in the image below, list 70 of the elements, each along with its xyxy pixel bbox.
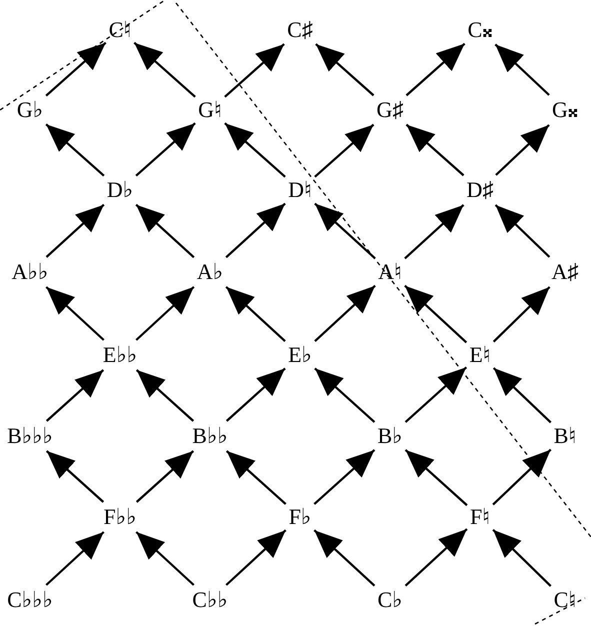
arrow <box>404 284 468 344</box>
arrow <box>492 528 552 587</box>
arrow <box>492 448 552 506</box>
arrow <box>226 529 286 586</box>
note-name: B♭ <box>376 423 404 449</box>
arrow <box>134 42 196 98</box>
note-name: B♮ <box>552 423 578 449</box>
arrow <box>314 529 376 586</box>
note-name: G♯ <box>376 97 404 123</box>
note-name: C♭♭ <box>191 587 229 613</box>
note-name: C♭♭♭ <box>6 587 54 613</box>
note-name: E♭ <box>287 342 313 368</box>
arrow <box>404 449 468 506</box>
note-name: D♯ <box>466 177 494 203</box>
note-name: B♭♭ <box>191 423 229 449</box>
arrow <box>314 368 376 423</box>
note-name: G♮ <box>197 97 223 123</box>
arrow <box>404 204 464 260</box>
arrow <box>136 531 194 586</box>
arrow <box>224 122 286 178</box>
arrow <box>45 124 105 176</box>
note-name: F♭ <box>288 504 312 530</box>
note-name: F♭♭ <box>102 504 138 530</box>
note-name: C♮ <box>552 587 578 613</box>
arrow <box>314 124 374 178</box>
arrow <box>46 450 104 503</box>
note-name: A♮ <box>377 259 403 285</box>
arrow <box>46 369 104 422</box>
arrow <box>46 286 104 341</box>
note-name: C♯ <box>286 17 314 43</box>
arrow <box>135 122 196 176</box>
arrow <box>136 450 194 503</box>
note-name: B♭♭♭ <box>6 423 54 449</box>
note-name: C♭ <box>376 587 404 613</box>
arrow <box>314 449 376 505</box>
arrow <box>135 204 195 258</box>
arrow <box>225 286 286 342</box>
note-name: D♮ <box>287 177 313 203</box>
arrow <box>406 42 466 96</box>
arrow <box>404 366 468 423</box>
arrow <box>404 528 468 586</box>
arrow <box>45 42 106 96</box>
note-name: E♮ <box>468 342 492 368</box>
arrow <box>492 367 552 424</box>
note-name: F♮ <box>468 504 492 530</box>
note-name: G♭ <box>16 97 44 123</box>
arrow <box>314 284 376 342</box>
arrow <box>495 124 550 176</box>
note-name: A♯ <box>550 259 580 285</box>
arrow <box>136 369 194 422</box>
note-name: D♭ <box>106 177 134 203</box>
note-name: C𝄪 <box>466 17 494 43</box>
arrow <box>406 124 464 176</box>
arrow <box>46 531 104 586</box>
note-name: A♭♭ <box>10 259 50 285</box>
arrow <box>314 202 376 260</box>
note-name: A♭ <box>196 259 224 285</box>
arrow <box>492 286 550 342</box>
note-name: C♮ <box>108 17 132 43</box>
arrow <box>226 450 286 505</box>
arrow <box>494 44 550 96</box>
arrow <box>494 204 550 258</box>
note-name: G𝄪 <box>551 97 579 123</box>
arrow <box>224 43 285 98</box>
note-name: E♭♭ <box>102 342 138 368</box>
arrow <box>315 43 374 96</box>
arrow <box>46 204 105 258</box>
arrow <box>226 368 286 422</box>
arrow <box>225 202 286 258</box>
arrow <box>136 286 195 341</box>
